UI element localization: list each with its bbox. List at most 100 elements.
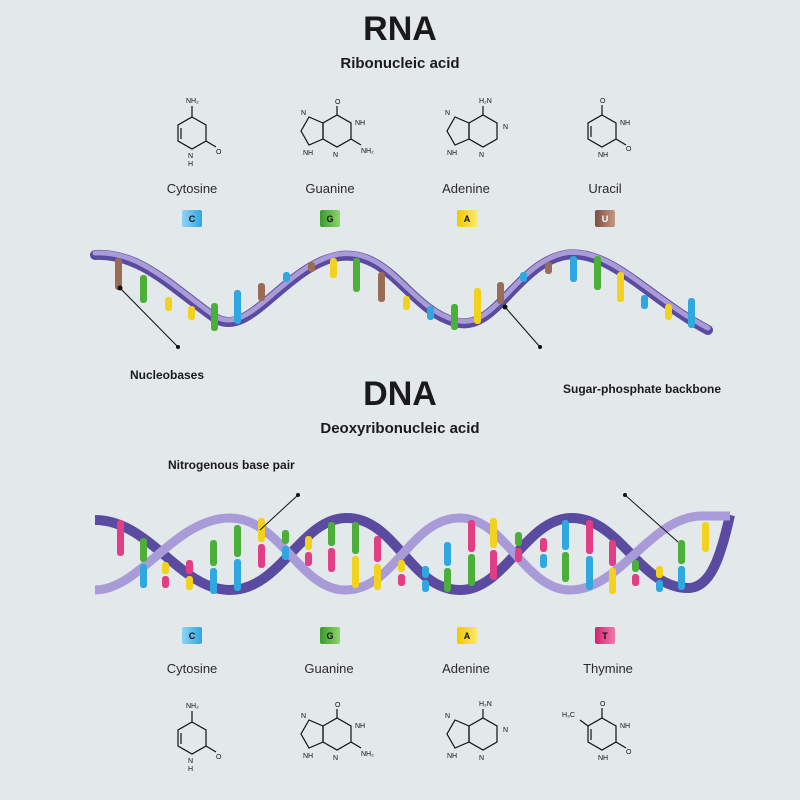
svg-text:N: N [503,124,508,131]
dna-badge-c: C [182,627,202,644]
rna-nucleobase-bar [594,256,601,290]
svg-text:O: O [600,701,606,708]
rna-nucleobase-bar [165,297,172,311]
dna-subtitle: Deoxyribonucleic acid [320,420,480,437]
svg-text:NH: NH [447,753,457,760]
rna-subtitle: Ribonucleic acid [340,55,460,72]
rna-nucleobase-bar [308,262,315,272]
dna-base-bar [162,576,169,588]
dna-base-bar [282,530,289,544]
dna-base-bar [609,568,616,594]
svg-text:H: H [188,766,193,773]
svg-text:N: N [445,713,450,720]
dna-base-bar [515,532,522,546]
svg-text:NH: NH [620,723,630,730]
dna-base-bar [468,554,475,586]
dna-base-bar [632,560,639,572]
rna-nucleobase-bar [115,258,122,290]
dna-base-bar [210,540,217,566]
dna-base-bar [490,518,497,548]
dna-base-name-guanine: Guanine [304,661,354,676]
svg-text:H₃C: H₃C [562,712,575,719]
svg-text:N: N [188,758,193,765]
svg-text:N: N [479,152,484,159]
dna-base-bar [258,544,265,568]
dna-base-bar [162,562,169,574]
rna-badge-g: G [320,210,340,227]
rna-base-name-cytosine: Cytosine [166,181,218,196]
rna-nucleobase-bar [570,256,577,282]
dna-base-bar [398,574,405,586]
svg-text:N: N [445,110,450,117]
svg-text:O: O [335,702,341,709]
dna-title: DNA [363,375,437,413]
svg-text:NH₂: NH₂ [186,98,199,105]
rna-badge-a: A [457,210,477,227]
rna-backbone-highlight [92,249,711,331]
rna-base-name-adenine: Adenine [442,181,490,196]
rna-nucleobase-bar [378,272,385,302]
dna-base-pairs [117,518,709,594]
rna-nucleobase-bar [520,272,527,282]
svg-text:NH: NH [598,755,608,762]
svg-text:O: O [626,749,632,756]
dna-backbone-pointer [624,494,679,543]
nucleobases-label: Nucleobases [130,368,205,382]
dna-base-bar [140,564,147,588]
dna-badge-t: T [595,627,615,644]
dna-base-bar [282,546,289,560]
svg-text:N: N [301,713,306,720]
svg-text:NH₂: NH₂ [361,148,374,155]
dna-badge-a: A [457,627,477,644]
nucleobases-pointer [119,287,179,348]
dna-base-bar [328,522,335,546]
dna-base-bar [444,542,451,566]
svg-text:N: N [479,755,484,762]
rna-base-name-guanine: Guanine [305,181,355,196]
uracil-structure: O NH O NH [587,98,632,159]
rna-nucleobases [115,256,695,331]
dna-base-name-thymine: Thymine [583,661,633,676]
rna-nucleobase-bar [403,296,410,310]
rna-nucleobase-bar [427,306,434,320]
svg-text:N: N [503,727,508,734]
dna-base-bar [352,522,359,554]
rna-nucleobase-bar [211,303,218,331]
svg-text:O: O [626,146,632,153]
svg-text:O: O [216,754,222,761]
svg-text:NH: NH [355,120,365,127]
dna-base-bar [234,559,241,591]
svg-text:O: O [600,98,606,105]
dna-base-bar [117,520,124,556]
dna-backbone-2 [94,511,730,595]
dna-base-bar [140,538,147,562]
dna-base-bar [586,556,593,590]
adenine-structure-rna: H₂N N N N NH [445,98,508,159]
dna-base-bar [186,560,193,574]
svg-text:NH₂: NH₂ [186,703,199,710]
rna-badge-c: C [182,210,202,227]
svg-text:N: N [188,153,193,160]
rna-nucleobase-bar [617,272,624,302]
dna-base-name-adenine: Adenine [442,661,490,676]
base-pair-pointer [259,494,299,531]
dna-base-bar [258,518,265,542]
dna-base-bar [374,564,381,590]
rna-nucleobase-bar [545,262,552,274]
dna-base-bar [374,536,381,562]
dna-base-bar [515,548,522,562]
svg-text:O: O [216,149,222,156]
dna-base-bar [656,580,663,592]
guanine-structure-rna: O NH₂ NH N NH N [300,99,374,159]
rna-nucleobase-bar [140,275,147,303]
dna-base-bar [305,552,312,566]
dna-base-bar [210,568,217,594]
svg-text:NH: NH [447,150,457,157]
dna-base-bar [186,576,193,590]
backbone-pointer [504,306,541,348]
dna-base-bar [328,548,335,572]
rna-nucleobase-bar [258,283,265,301]
dna-base-bar [422,566,429,578]
dna-base-bar [586,520,593,554]
